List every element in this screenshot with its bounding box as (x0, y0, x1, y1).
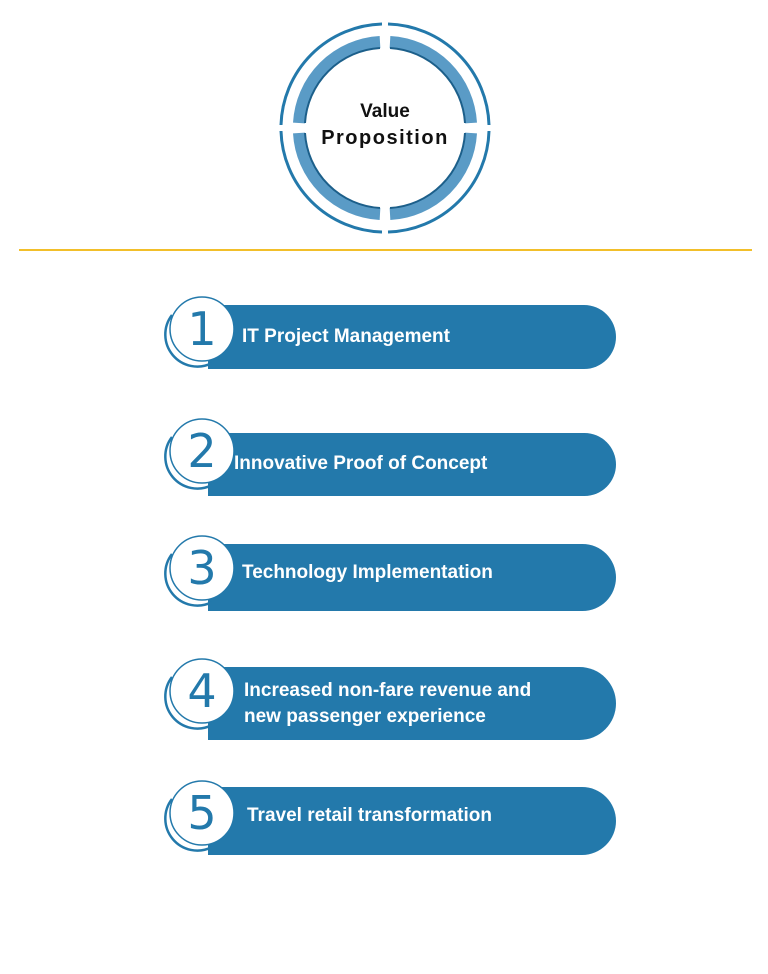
step-badge: 2 (160, 415, 242, 497)
divider-line (19, 249, 752, 251)
step-label: Technology Implementation (242, 562, 493, 583)
step-bar (208, 787, 616, 855)
step-number: 2 (187, 424, 217, 478)
step-badge: 4 (160, 655, 242, 737)
hub-title-line2: Proposition (321, 127, 449, 149)
step-item-3: Technology Implementation 3 (160, 532, 620, 616)
step-item-5: Travel retail transformation 5 (160, 777, 620, 861)
badge-ring-icon (164, 535, 235, 607)
step-label: Travel retail transformation (247, 805, 492, 826)
badge-ring-icon (164, 418, 235, 490)
step-badge: 5 (160, 777, 242, 859)
hub-title-line1: Value (360, 101, 410, 122)
step-number: 5 (187, 786, 217, 840)
step-bar (208, 433, 616, 496)
step-item-1: IT Project Management 1 (160, 293, 620, 373)
badge-ring-icon (164, 780, 235, 852)
step-bar (208, 544, 616, 611)
step-bar (208, 305, 616, 369)
step-item-4: Increased non-fare revenue and new passe… (160, 653, 620, 745)
step-label-line2: new passenger experience (244, 706, 486, 727)
step-label: IT Project Management (242, 326, 450, 347)
badge-ring-icon (164, 658, 235, 730)
step-label-line1: Increased non-fare revenue and (244, 680, 532, 701)
step-number: 3 (187, 541, 217, 595)
step-bar (208, 667, 616, 740)
badge-ring-icon (164, 296, 235, 368)
hub-title: Value Proposition (278, 99, 492, 151)
step-number: 4 (187, 664, 217, 718)
hub-rings-icon (279, 22, 491, 234)
step-item-2: Innovative Proof of Concept 2 (160, 415, 620, 499)
step-badge: 3 (160, 532, 242, 614)
step-badge: 1 (160, 293, 242, 375)
step-label: Innovative Proof of Concept (234, 453, 488, 474)
step-number: 1 (187, 302, 217, 356)
value-proposition-hub: Value Proposition (278, 21, 492, 235)
